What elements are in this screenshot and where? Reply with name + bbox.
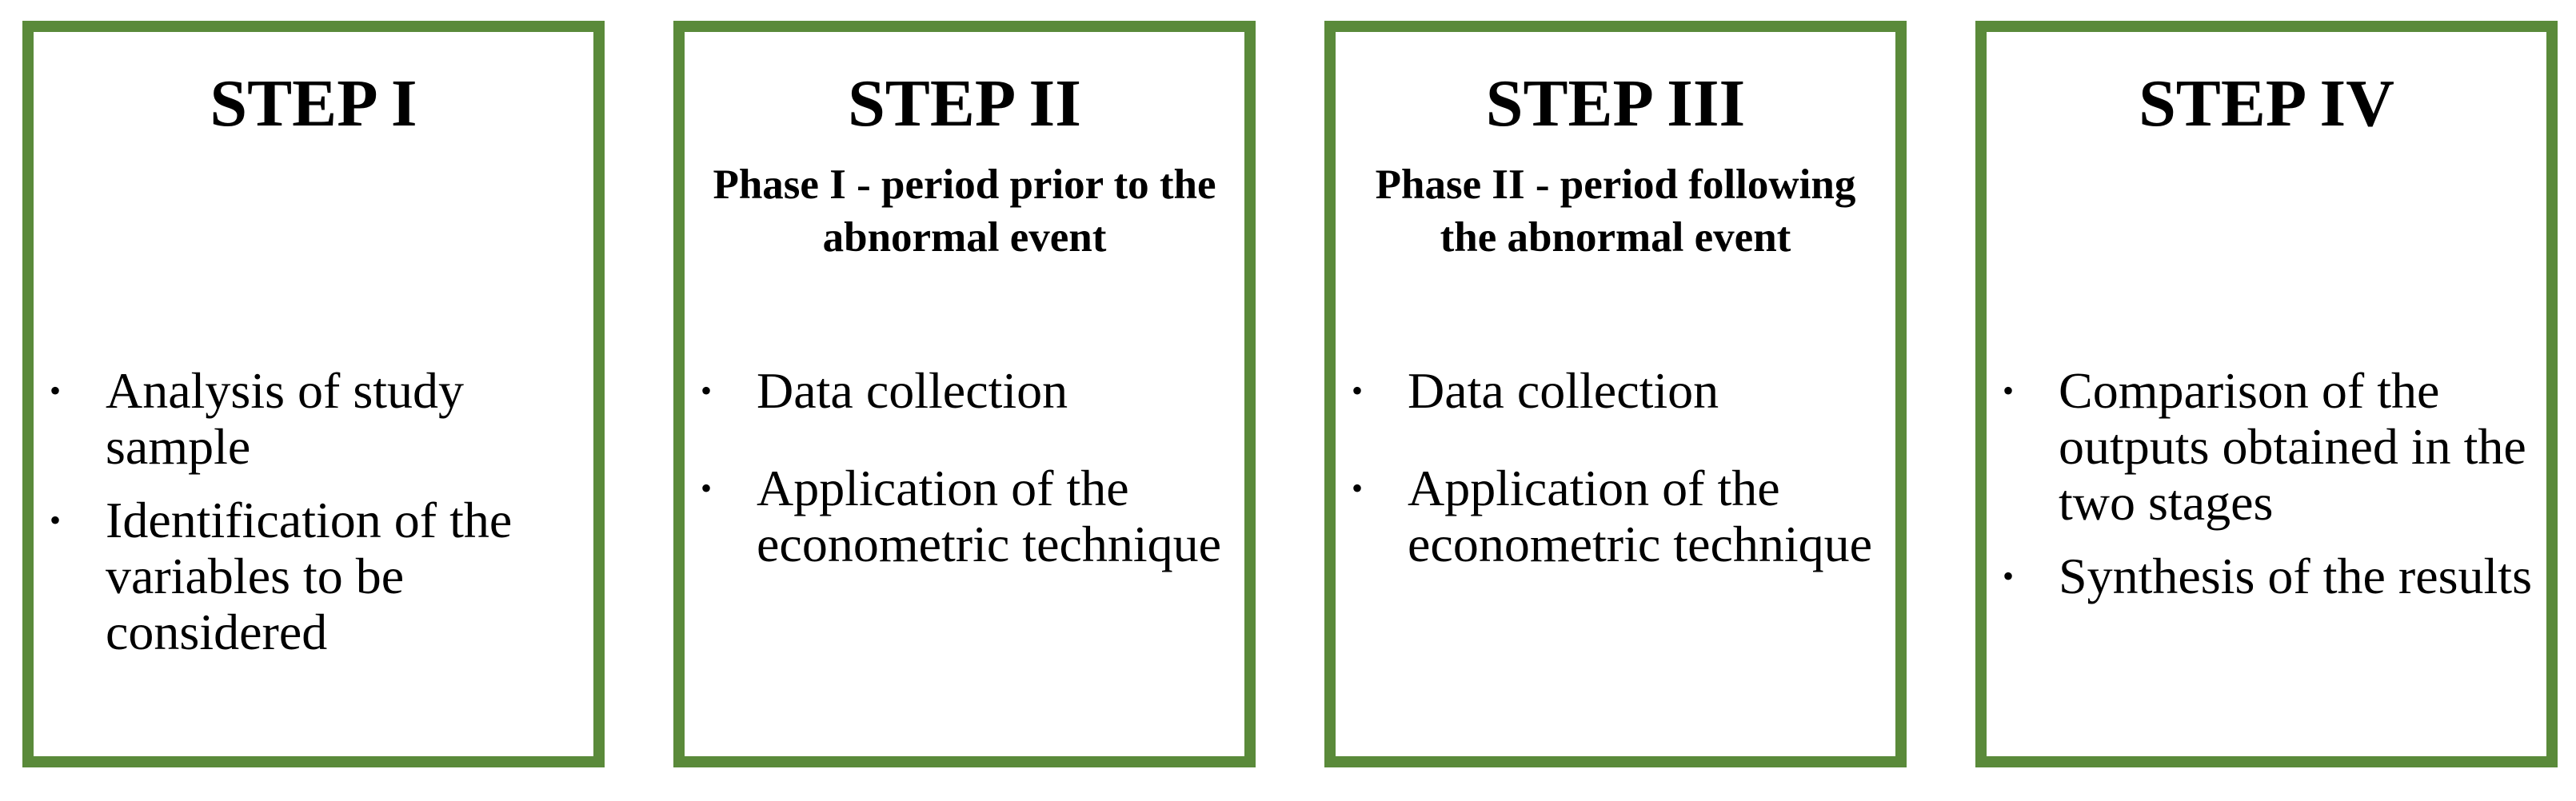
step-4-box: STEP IV • Comparison of the outputs obta… bbox=[1975, 21, 2558, 767]
step-1-item-1: • Analysis of study sample bbox=[34, 363, 593, 475]
step-1-item-1-text: Analysis of study sample bbox=[106, 362, 464, 475]
step-2-title: STEP II bbox=[848, 66, 1081, 141]
step-3-list: • Data collection • Application of the e… bbox=[1336, 363, 1895, 590]
bullet-icon: • bbox=[701, 470, 713, 506]
step-4-item-2: • Synthesis of the results bbox=[1987, 548, 2546, 604]
step-2-item-2: • Application of the econometric techniq… bbox=[685, 460, 1244, 572]
step-3-box: STEP III Phase II - period following the… bbox=[1324, 21, 1907, 767]
step-4-title: STEP IV bbox=[2139, 66, 2394, 141]
step-2-item-1: • Data collection bbox=[685, 363, 1244, 419]
step-1-box: STEP I • Analysis of study sample • Iden… bbox=[22, 21, 605, 767]
step-1-item-2: • Identification of the variables to be … bbox=[34, 492, 593, 660]
bullet-icon: • bbox=[1352, 470, 1364, 506]
bullet-icon: • bbox=[2003, 558, 2015, 594]
step-2-list: • Data collection • Application of the e… bbox=[685, 363, 1244, 590]
step-3-subtitle: Phase II - period following the abnormal… bbox=[1375, 161, 1856, 261]
bullet-icon: • bbox=[50, 502, 62, 538]
step-3-item-1: • Data collection bbox=[1336, 363, 1895, 419]
step-2-item-1-text: Data collection bbox=[757, 362, 1068, 419]
step-1-list: • Analysis of study sample • Identificat… bbox=[34, 363, 593, 678]
bullet-icon: • bbox=[2003, 373, 2015, 408]
step-4-item-2-text: Synthesis of the results bbox=[2059, 548, 2532, 604]
step-4-list: • Comparison of the outputs obtained in … bbox=[1987, 363, 2546, 622]
step-2-item-2-text: Application of the econometric technique bbox=[757, 460, 1222, 572]
step-1-title: STEP I bbox=[210, 66, 417, 141]
bullet-icon: • bbox=[1352, 373, 1364, 408]
step-2-subtitle: Phase I - period prior to the abnormal e… bbox=[713, 161, 1216, 261]
step-1-item-2-text: Identification of the variables to be co… bbox=[106, 492, 513, 660]
step-4-item-1: • Comparison of the outputs obtained in … bbox=[1987, 363, 2546, 531]
step-3-item-2: • Application of the econometric techniq… bbox=[1336, 460, 1895, 572]
bullet-icon: • bbox=[50, 373, 62, 408]
step-3-item-2-text: Application of the econometric technique bbox=[1408, 460, 1873, 572]
step-4-item-1-text: Comparison of the outputs obtained in th… bbox=[2059, 362, 2526, 531]
step-3-item-1-text: Data collection bbox=[1408, 362, 1719, 419]
step-2-box: STEP II Phase I - period prior to the ab… bbox=[673, 21, 1256, 767]
step-3-title: STEP III bbox=[1485, 66, 1746, 141]
bullet-icon: • bbox=[701, 373, 713, 408]
